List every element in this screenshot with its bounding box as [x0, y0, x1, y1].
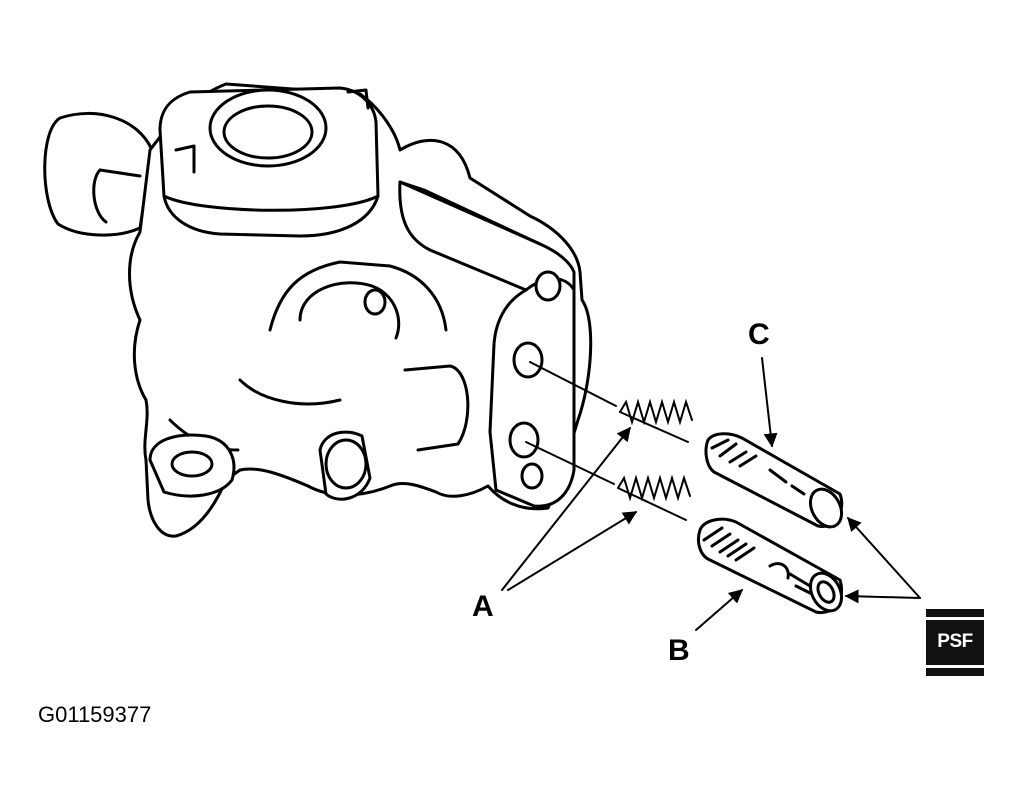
- spring-lower: [617, 474, 691, 521]
- leader-lower: [525, 441, 615, 485]
- label-b: B: [668, 634, 690, 667]
- pump-housing: [43, 82, 593, 538]
- leader-upper: [529, 361, 617, 407]
- label-c: C: [748, 318, 770, 351]
- valve-c: [704, 432, 844, 529]
- callout-b-arrow: [695, 589, 744, 631]
- figure-id: G01159377: [38, 702, 152, 727]
- callout-c-arrow: [761, 357, 778, 448]
- callout-a-arrows: [501, 426, 638, 591]
- label-a: A: [472, 590, 494, 623]
- spring-upper: [619, 398, 693, 443]
- psf-arrows: [844, 516, 921, 604]
- psf-badge: PSF: [926, 604, 984, 676]
- psf-badge-text: PSF: [937, 631, 973, 652]
- valve-b: [696, 517, 844, 615]
